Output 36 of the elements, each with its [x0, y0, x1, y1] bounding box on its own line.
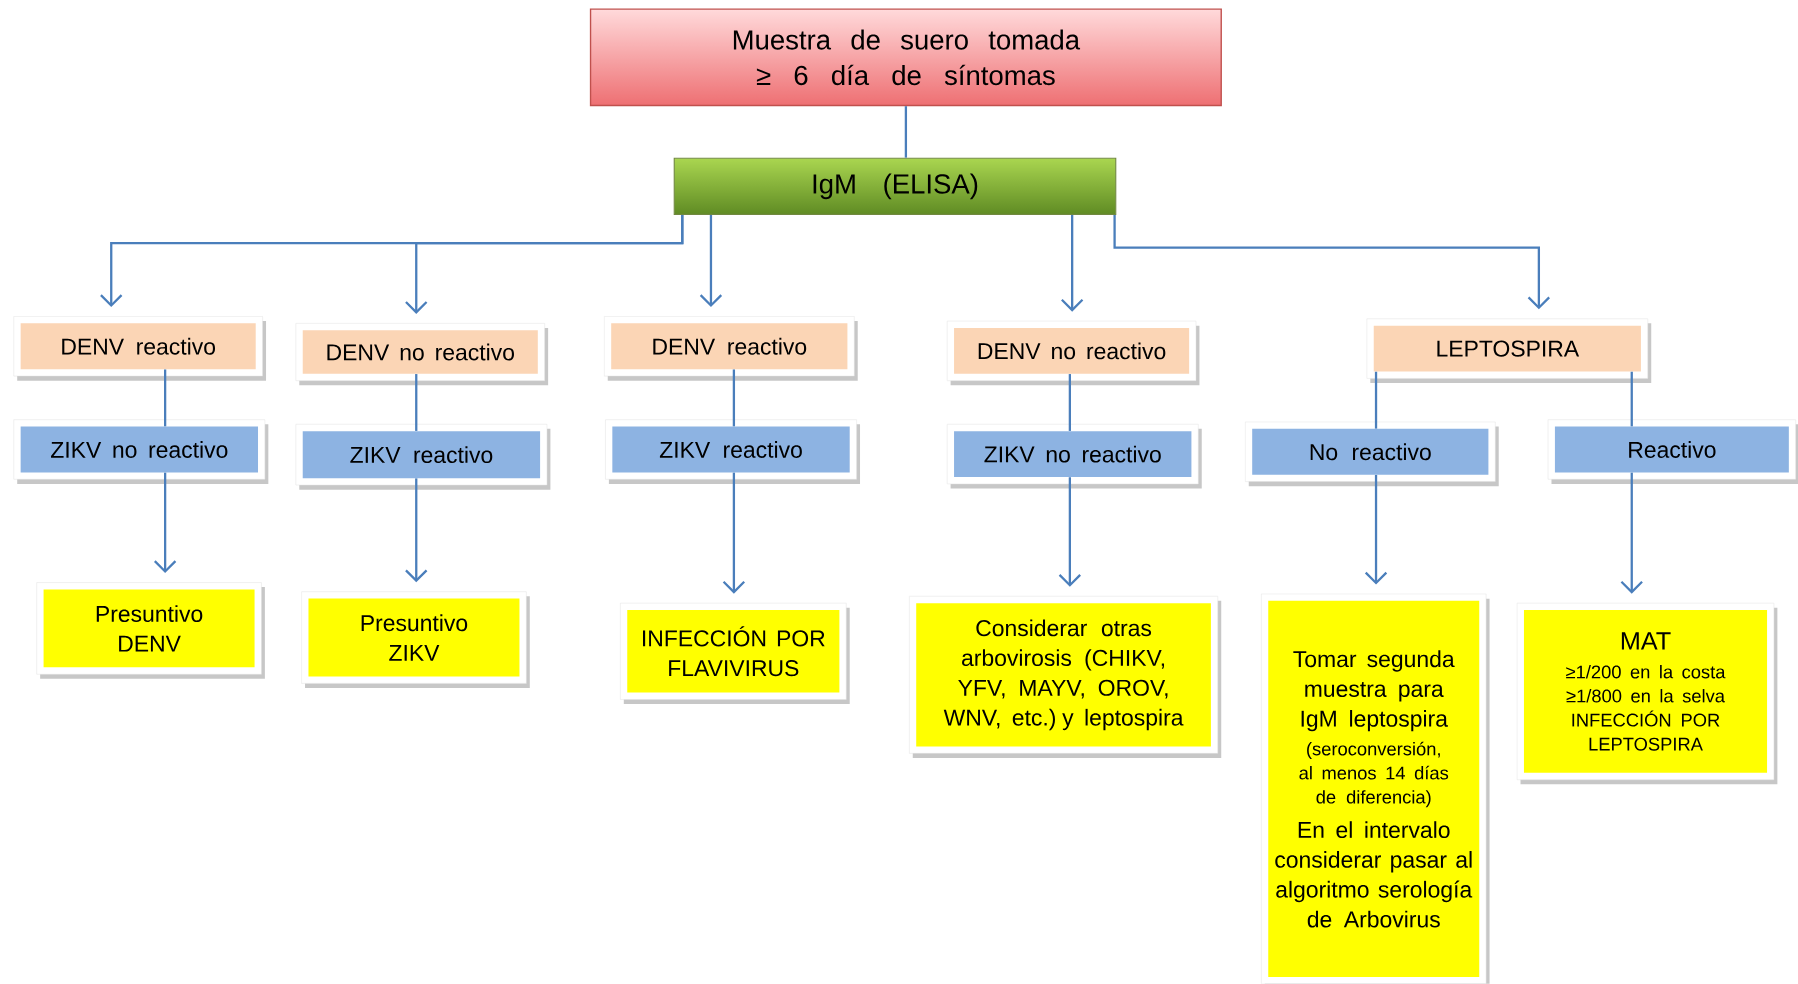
arrow	[1620, 472, 1643, 594]
result-box: ZIKV no reactivo	[946, 424, 1202, 489]
result-box: ZIKV reactivo	[295, 424, 551, 490]
connector-line	[904, 106, 908, 158]
result-box: LEPTOSPIRA	[1366, 318, 1652, 384]
result-box: No reactivo	[1245, 421, 1499, 487]
conclusion-box: INFECCIÓN POR FLAVIVIRUS	[620, 603, 850, 705]
result-box: Reactivo	[1547, 419, 1798, 484]
sample-box: Muestra de suero tomada ≥ 6 día de síntomas	[589, 8, 1222, 107]
conclusion-box: Tomar segunda muestra para IgM leptospira (seroconversión, al menos 14 días de diferencia) En el intervalo considerar pasar al algoritmo serología de Arbovirus	[1261, 593, 1490, 984]
arrow	[1061, 215, 1084, 312]
arrow	[1113, 215, 1550, 310]
conclusion-box: Presuntivo DENV	[36, 582, 265, 679]
arrow	[1058, 477, 1081, 587]
connector-line	[1630, 371, 1633, 427]
arrow	[1364, 475, 1388, 585]
conclusion-box: Considerar otras arbovirosis (CHIKV, YFV, MAYV, OROV, WNV, etc.) y leptospira	[909, 596, 1222, 759]
arrow	[722, 472, 745, 594]
arrow	[405, 215, 684, 315]
result-box: DENV reactivo	[13, 316, 267, 381]
result-box: ZIKV no reactivo	[13, 419, 269, 484]
connector-line	[164, 369, 167, 427]
result-box: DENV no reactivo	[295, 323, 549, 386]
conclusion-box: Presuntivo ZIKV	[301, 591, 530, 689]
connector-line	[1374, 371, 1378, 429]
connector-line	[732, 369, 736, 427]
connector-line	[415, 374, 418, 431]
arrow	[699, 215, 723, 308]
arrow	[154, 472, 177, 574]
connector-line	[1068, 374, 1071, 431]
result-box: DENV reactivo	[604, 316, 858, 381]
result-box: ZIKV reactivo	[605, 419, 860, 484]
arrow	[405, 478, 428, 583]
result-box: DENV no reactivo	[946, 320, 1200, 386]
conclusion-box: MAT ≥1/200 en la costa ≥1/800 en la selva INFECCIÓN POR LEPTOSPIRA	[1516, 603, 1778, 785]
test-box: IgM (ELISA)	[673, 157, 1117, 216]
